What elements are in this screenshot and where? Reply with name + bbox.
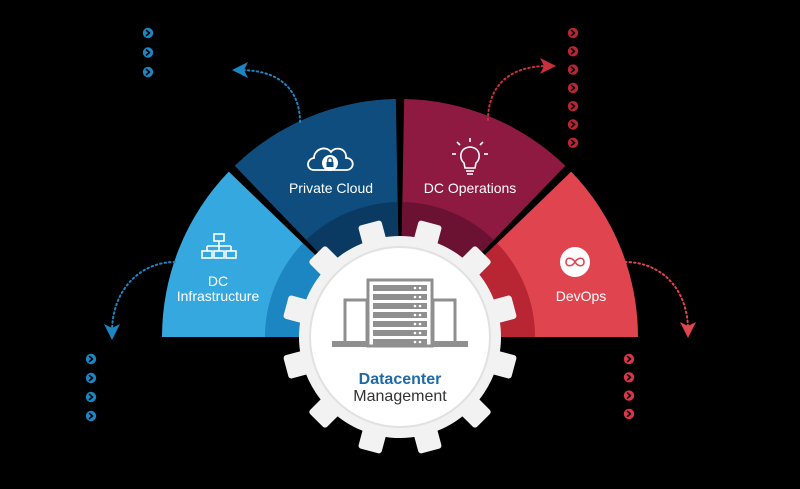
chevron-bullet-icon: [623, 408, 635, 420]
chevron-bullet-icon: [142, 27, 154, 39]
chevron-bullet-icon: [85, 353, 97, 365]
dc-infrastructure-label-line2: Infrastructure: [177, 288, 260, 304]
chevron-bullet-icon: [623, 372, 635, 383]
chevron-bullet-icon: [85, 391, 97, 403]
dc-infrastructure-label-line1: DC: [208, 273, 228, 289]
network-hierarchy-icon: [201, 233, 237, 259]
chevron-bullet-icon: [623, 353, 635, 365]
chevron-bullet-icon: [567, 82, 579, 94]
chevron-bullet-icon: [567, 119, 579, 130]
arrow-dc-infrastructure: [104, 261, 176, 340]
chevron-bullet-icon: [85, 410, 97, 422]
bullet-list-top-right: [567, 27, 579, 148]
connector-arrows: [104, 58, 696, 340]
bullet-list-bottom-left: [85, 353, 97, 422]
bullet-list-bottom-right: [623, 353, 635, 420]
chevron-bullet-icon: [85, 372, 97, 384]
chevron-bullet-icon: [623, 390, 635, 401]
cloud-lock-icon: [307, 147, 354, 171]
bullet-lists: [85, 27, 635, 422]
chevron-bullet-icon: [567, 46, 579, 57]
chevron-bullet-icon: [142, 66, 154, 78]
arrow-dc-operations: [487, 58, 556, 121]
chevron-bullet-icon: [142, 47, 154, 58]
chevron-bullet-icon: [567, 64, 579, 75]
center-title: Datacenter: [359, 371, 442, 388]
private-cloud-label: Private Cloud: [289, 180, 373, 196]
chevron-bullet-icon: [567, 101, 579, 112]
arrow-private-cloud: [232, 62, 301, 123]
server-rack-icon: [332, 278, 468, 348]
dc-operations-label: DC Operations: [424, 180, 517, 196]
bullet-list-top-left: [142, 27, 154, 78]
center-subtitle: Management: [353, 388, 447, 405]
chevron-bullet-icon: [567, 27, 579, 39]
devops-label: DevOps: [556, 288, 607, 304]
light-bulb-icon: [452, 138, 488, 175]
chevron-bullet-icon: [567, 137, 579, 148]
arrow-devops: [624, 261, 696, 338]
infinity-icon: [560, 247, 590, 277]
